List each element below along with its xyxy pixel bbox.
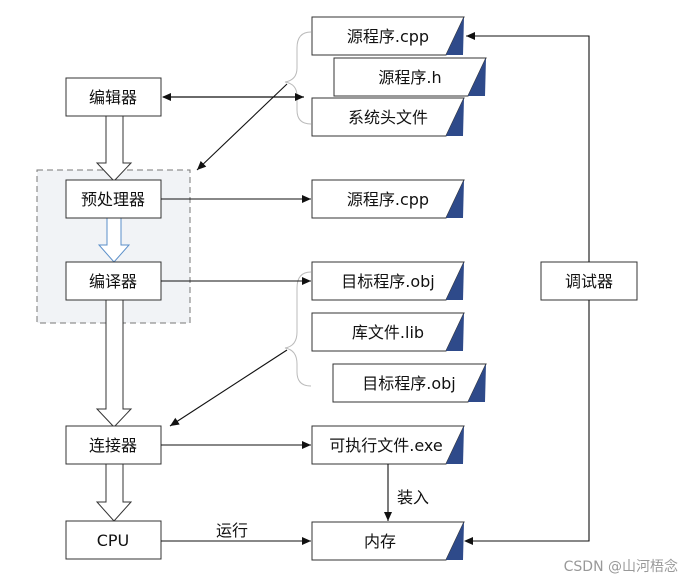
- file-label: 目标程序.obj: [362, 374, 455, 393]
- compiler-label: 编译器: [89, 272, 137, 291]
- cpu-label: CPU: [97, 531, 130, 550]
- file-system-header: 系统头文件: [311, 97, 465, 137]
- document-corner-icon: [446, 313, 464, 351]
- editor-label: 编辑器: [89, 88, 137, 107]
- document-corner-icon: [446, 180, 464, 218]
- file-object-obj-1: 目标程序.obj: [311, 261, 465, 301]
- compiler-box: 编译器: [65, 261, 162, 301]
- preprocessor-box: 预处理器: [65, 179, 162, 219]
- linker-box: 连接器: [65, 425, 162, 465]
- file-label: 库文件.lib: [352, 323, 424, 342]
- file-source-h: 源程序.h: [333, 57, 487, 97]
- document-corner-icon: [446, 262, 464, 300]
- document-corner-icon: [468, 58, 486, 96]
- memory-box: 内存: [311, 521, 465, 561]
- file-object-obj-2: 目标程序.obj: [332, 363, 487, 403]
- file-source-cpp-mid: 源程序.cpp: [311, 179, 465, 219]
- document-corner-icon: [446, 98, 464, 136]
- file-label: 可执行文件.exe: [329, 436, 442, 455]
- cpu-box: CPU: [65, 520, 162, 560]
- preprocessor-label: 预处理器: [81, 190, 145, 209]
- run-label: 运行: [216, 521, 248, 540]
- watermark: CSDN @山河梧念: [564, 558, 678, 575]
- debugger-label: 调试器: [565, 272, 613, 291]
- flow-arrow-preprocessor-compiler: [97, 217, 131, 263]
- headers-to-preprocessor: [196, 83, 288, 171]
- file-executable: 可执行文件.exe: [311, 425, 465, 465]
- include-files-brace: [284, 31, 312, 125]
- debugger-box: 调试器: [540, 261, 638, 301]
- objects-to-linker: [169, 349, 288, 427]
- debugger-to-source-line: [466, 32, 590, 262]
- document-corner-icon: [446, 522, 464, 560]
- memory-label: 内存: [364, 532, 396, 551]
- load-label: 装入: [397, 488, 429, 507]
- linker-label: 连接器: [89, 436, 137, 455]
- flow-arrow-linker-cpu: [95, 463, 133, 522]
- file-label: 源程序.cpp: [347, 190, 429, 209]
- editor-box: 编辑器: [65, 77, 162, 117]
- file-source-cpp-top: 源程序.cpp: [311, 16, 465, 56]
- document-corner-icon: [446, 17, 464, 55]
- document-corner-icon: [468, 364, 486, 402]
- file-label: 系统头文件: [348, 108, 428, 127]
- flow-arrow-compiler-linker: [95, 299, 133, 428]
- flow-arrow-editor-preprocessor: [95, 115, 133, 182]
- document-corner-icon: [446, 426, 464, 464]
- file-label: 源程序.cpp: [347, 27, 429, 46]
- file-label: 源程序.h: [378, 68, 441, 87]
- link-inputs-brace: [284, 271, 312, 387]
- file-lib: 库文件.lib: [311, 312, 465, 352]
- memory-to-debugger-line: [464, 300, 590, 545]
- file-label: 目标程序.obj: [341, 272, 434, 291]
